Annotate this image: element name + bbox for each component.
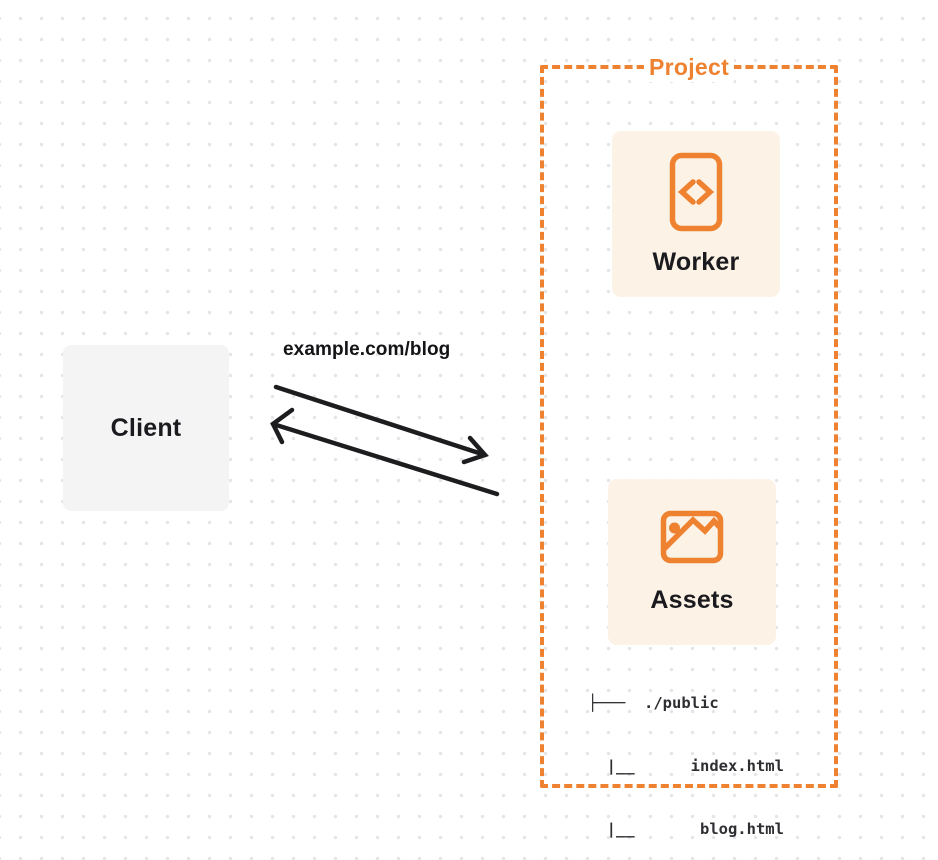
file-tree: ├─── ./public |__ index.html |__ blog.ht… xyxy=(588,651,784,860)
response-arrow-head xyxy=(270,407,295,445)
image-icon xyxy=(660,510,724,564)
request-arrow-shaft xyxy=(273,384,488,458)
worker-label: Worker xyxy=(652,247,740,276)
response-arrow-shaft xyxy=(270,421,500,497)
file-tree-index: |__ index.html xyxy=(588,757,784,775)
request-response-arrows xyxy=(270,384,500,497)
code-file-icon xyxy=(669,152,723,232)
project-container: Project Worker xyxy=(540,52,838,838)
file-tree-root: ├─── ./public xyxy=(588,694,719,712)
assets-node: Assets xyxy=(608,479,776,645)
client-label: Client xyxy=(110,413,182,442)
file-tree-blog: |__ blog.html xyxy=(588,820,784,838)
worker-node: Worker xyxy=(612,131,780,297)
request-arrow-head xyxy=(461,435,489,465)
request-url-label: example.com/blog xyxy=(283,339,451,360)
assets-label: Assets xyxy=(650,585,734,614)
project-label: Project xyxy=(643,52,735,82)
client-node: Client xyxy=(63,345,229,511)
